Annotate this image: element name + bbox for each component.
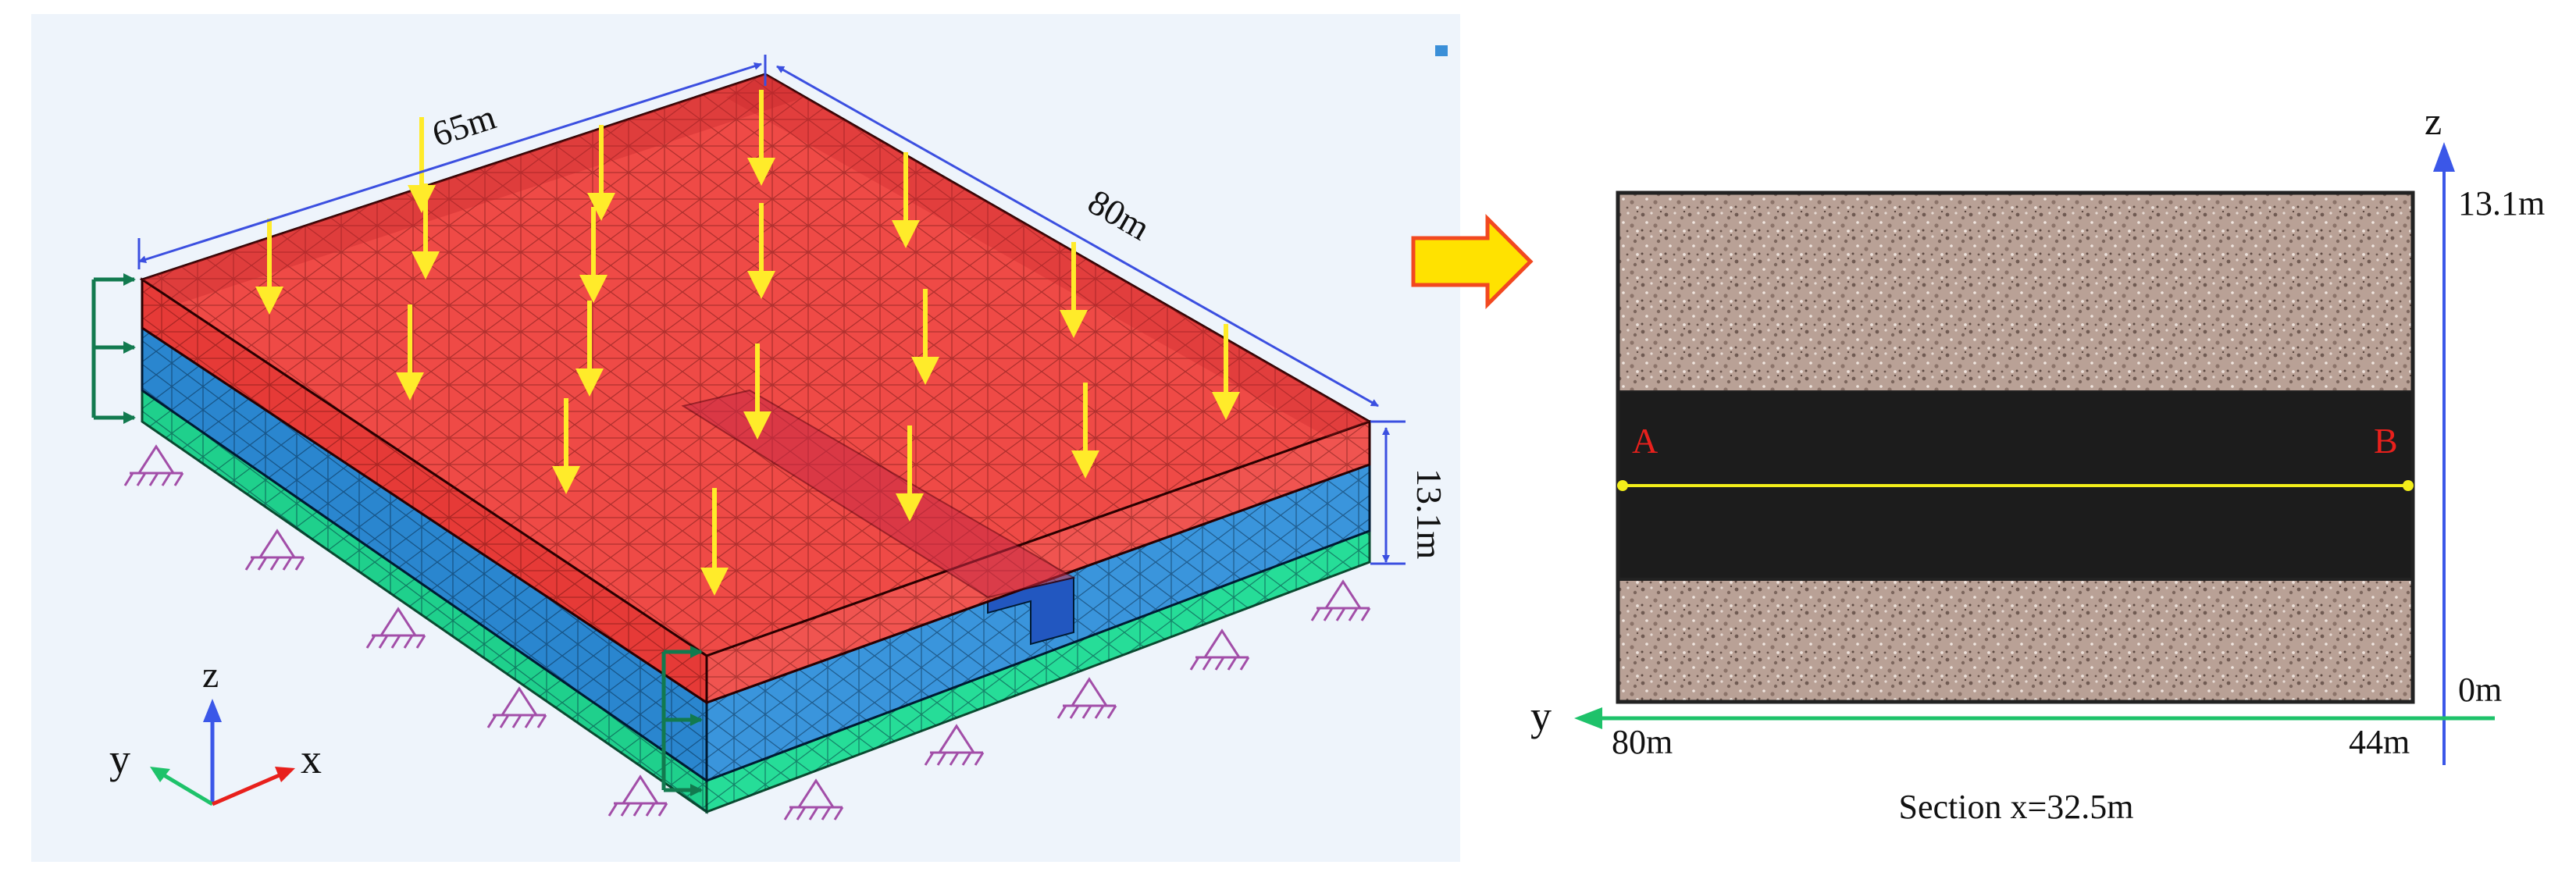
fixed-supports [123,444,1371,821]
soil-layer-bottom [141,388,1371,814]
section-view [1616,190,2415,704]
lateral-constraint-left [91,273,136,424]
triad-y-label: y [109,735,130,782]
section-z-top-label: 13.1m [2458,184,2545,222]
soil-layer-middle [141,326,1371,783]
section-y-right-label: 44m [2349,723,2410,761]
panel-corner-icon [1435,45,1448,56]
section-z-arrowhead [2433,142,2455,172]
section-z-label: z [2425,99,2442,143]
section-y-left-label: 80m [1612,723,1673,761]
section-y-label: y [1530,692,1552,739]
triad-z-label: z [202,654,219,696]
dimension-lines [137,55,1406,565]
point-b-marker [2403,480,2414,491]
section-y-arrowhead [1574,707,1602,729]
coordinate-triad [150,699,295,806]
section-frame [1616,190,2415,704]
transition-arrow [1411,213,1534,310]
point-b-label: B [2374,421,2398,461]
section-caption: Section x=32.5m [1898,788,2133,826]
triad-x-label: x [301,735,322,782]
point-a-label: A [1632,421,1658,461]
section-soil-upper [1616,191,2414,393]
section-soil-lower [1616,578,2414,703]
section-z-bottom-label: 0m [2458,671,2502,709]
lateral-constraint-front [661,646,703,796]
point-a-marker [1617,480,1628,491]
dimension-label-height: 13.1m [1409,468,1449,560]
